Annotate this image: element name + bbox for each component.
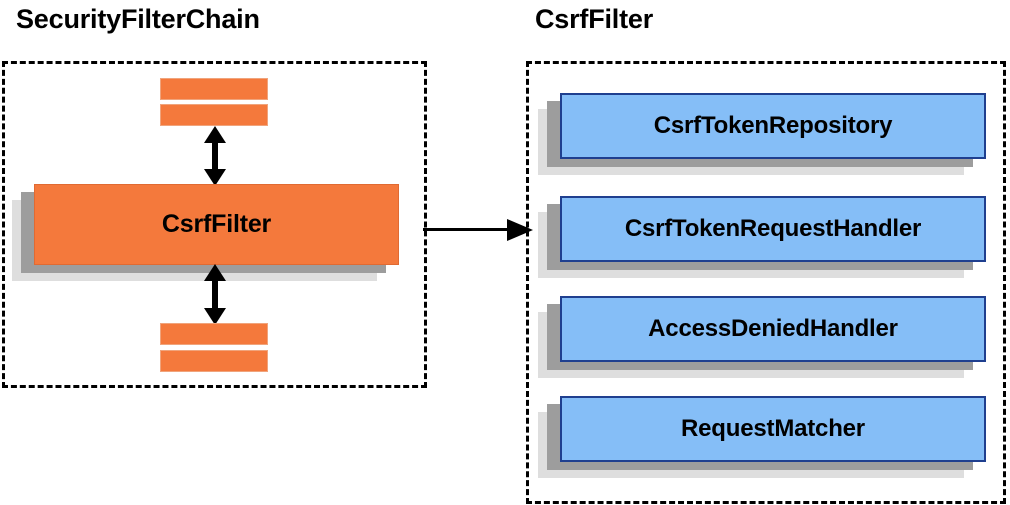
- collaborator-face: CsrfTokenRepository: [560, 93, 986, 159]
- collaborator-label: RequestMatcher: [681, 415, 865, 442]
- arrow-shaft: [212, 275, 218, 314]
- arrow-head-down-icon: [204, 169, 226, 186]
- collaborator-face: RequestMatcher: [560, 396, 986, 462]
- collaborator-request-matcher[interactable]: RequestMatcher: [538, 396, 986, 478]
- arrow-head-up-icon: [204, 264, 226, 281]
- page-title-csrf-filter: CsrfFilter: [535, 4, 654, 34]
- double-arrow-down-icon: [204, 264, 226, 325]
- connector-arrow-right-icon: [423, 219, 533, 241]
- collaborator-label: CsrfTokenRequestHandler: [624, 215, 922, 242]
- page-title-security-filter-chain: SecurityFilterChain: [16, 4, 260, 34]
- csrf-filter-face: CsrfFilter: [34, 184, 399, 265]
- arrow-head-down-icon: [204, 308, 226, 325]
- csrf-filter-container: [526, 61, 1006, 504]
- collaborator-csrf-token-repository[interactable]: CsrfTokenRepository: [538, 93, 986, 175]
- collaborator-face: AccessDeniedHandler: [560, 296, 986, 362]
- arrow-shaft: [212, 137, 218, 175]
- connector-shaft: [423, 228, 509, 231]
- csrf-filter-block[interactable]: CsrfFilter: [12, 184, 399, 281]
- collaborator-access-denied-handler[interactable]: AccessDeniedHandler: [538, 296, 986, 378]
- collaborator-label: CsrfTokenRepository: [653, 112, 893, 139]
- filter-bar-above-1: [160, 78, 268, 100]
- filter-bar-above-2: [160, 104, 268, 126]
- double-arrow-up-icon: [204, 126, 226, 186]
- collaborator-face: CsrfTokenRequestHandler: [560, 196, 986, 262]
- filter-bar-below-1: [160, 323, 268, 345]
- filter-bar-below-2: [160, 350, 268, 372]
- collaborator-label: AccessDeniedHandler: [648, 315, 898, 342]
- arrow-head-up-icon: [204, 126, 226, 143]
- security-filter-chain-container: [2, 61, 427, 388]
- csrf-filter-label: CsrfFilter: [161, 210, 272, 238]
- collaborator-csrf-token-request-handler[interactable]: CsrfTokenRequestHandler: [538, 196, 986, 278]
